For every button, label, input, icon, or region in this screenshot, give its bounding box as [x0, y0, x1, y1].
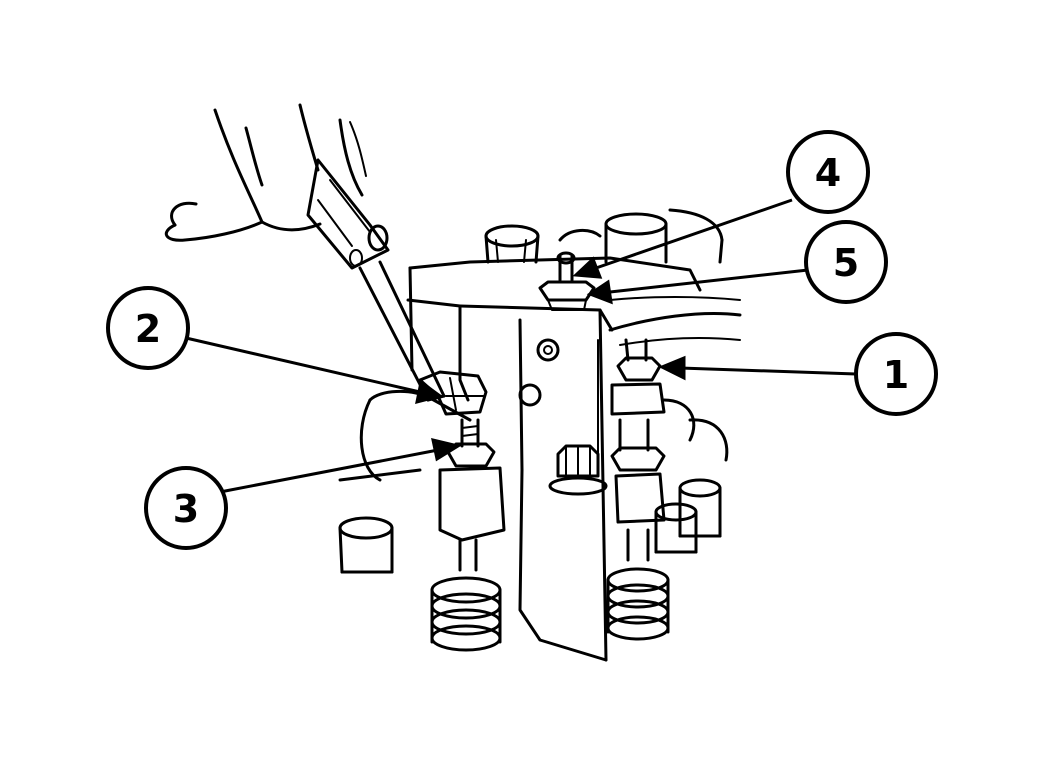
bridge-screw-assembly: [538, 251, 596, 311]
valve-spring-left: [430, 576, 502, 652]
callout-1-label: 1: [883, 353, 909, 397]
callout-5-label: 5: [833, 241, 859, 285]
valve-spring-right: [606, 567, 670, 641]
callout-1: 1: [854, 332, 938, 416]
rear-cylinder: [558, 208, 724, 264]
callout-5: 5: [804, 220, 888, 304]
right-cylinders: [654, 418, 729, 554]
callout-2: 2: [106, 286, 190, 370]
callout-3-label: 3: [173, 487, 199, 531]
hand-illustration: [164, 103, 367, 242]
rocker-arm-right: [610, 338, 696, 562]
callout-3: 3: [144, 466, 228, 550]
left-cylinder: [338, 516, 394, 574]
callout-4: 4: [786, 130, 870, 214]
callout-4-label: 4: [815, 151, 841, 195]
leader-lines: [185, 198, 857, 494]
callout-2-label: 2: [135, 307, 161, 351]
center-bolt: [548, 444, 608, 496]
top-cap-nut: [484, 224, 540, 264]
rocker-housing: [406, 256, 742, 662]
screwdriver-tool: [306, 158, 446, 402]
